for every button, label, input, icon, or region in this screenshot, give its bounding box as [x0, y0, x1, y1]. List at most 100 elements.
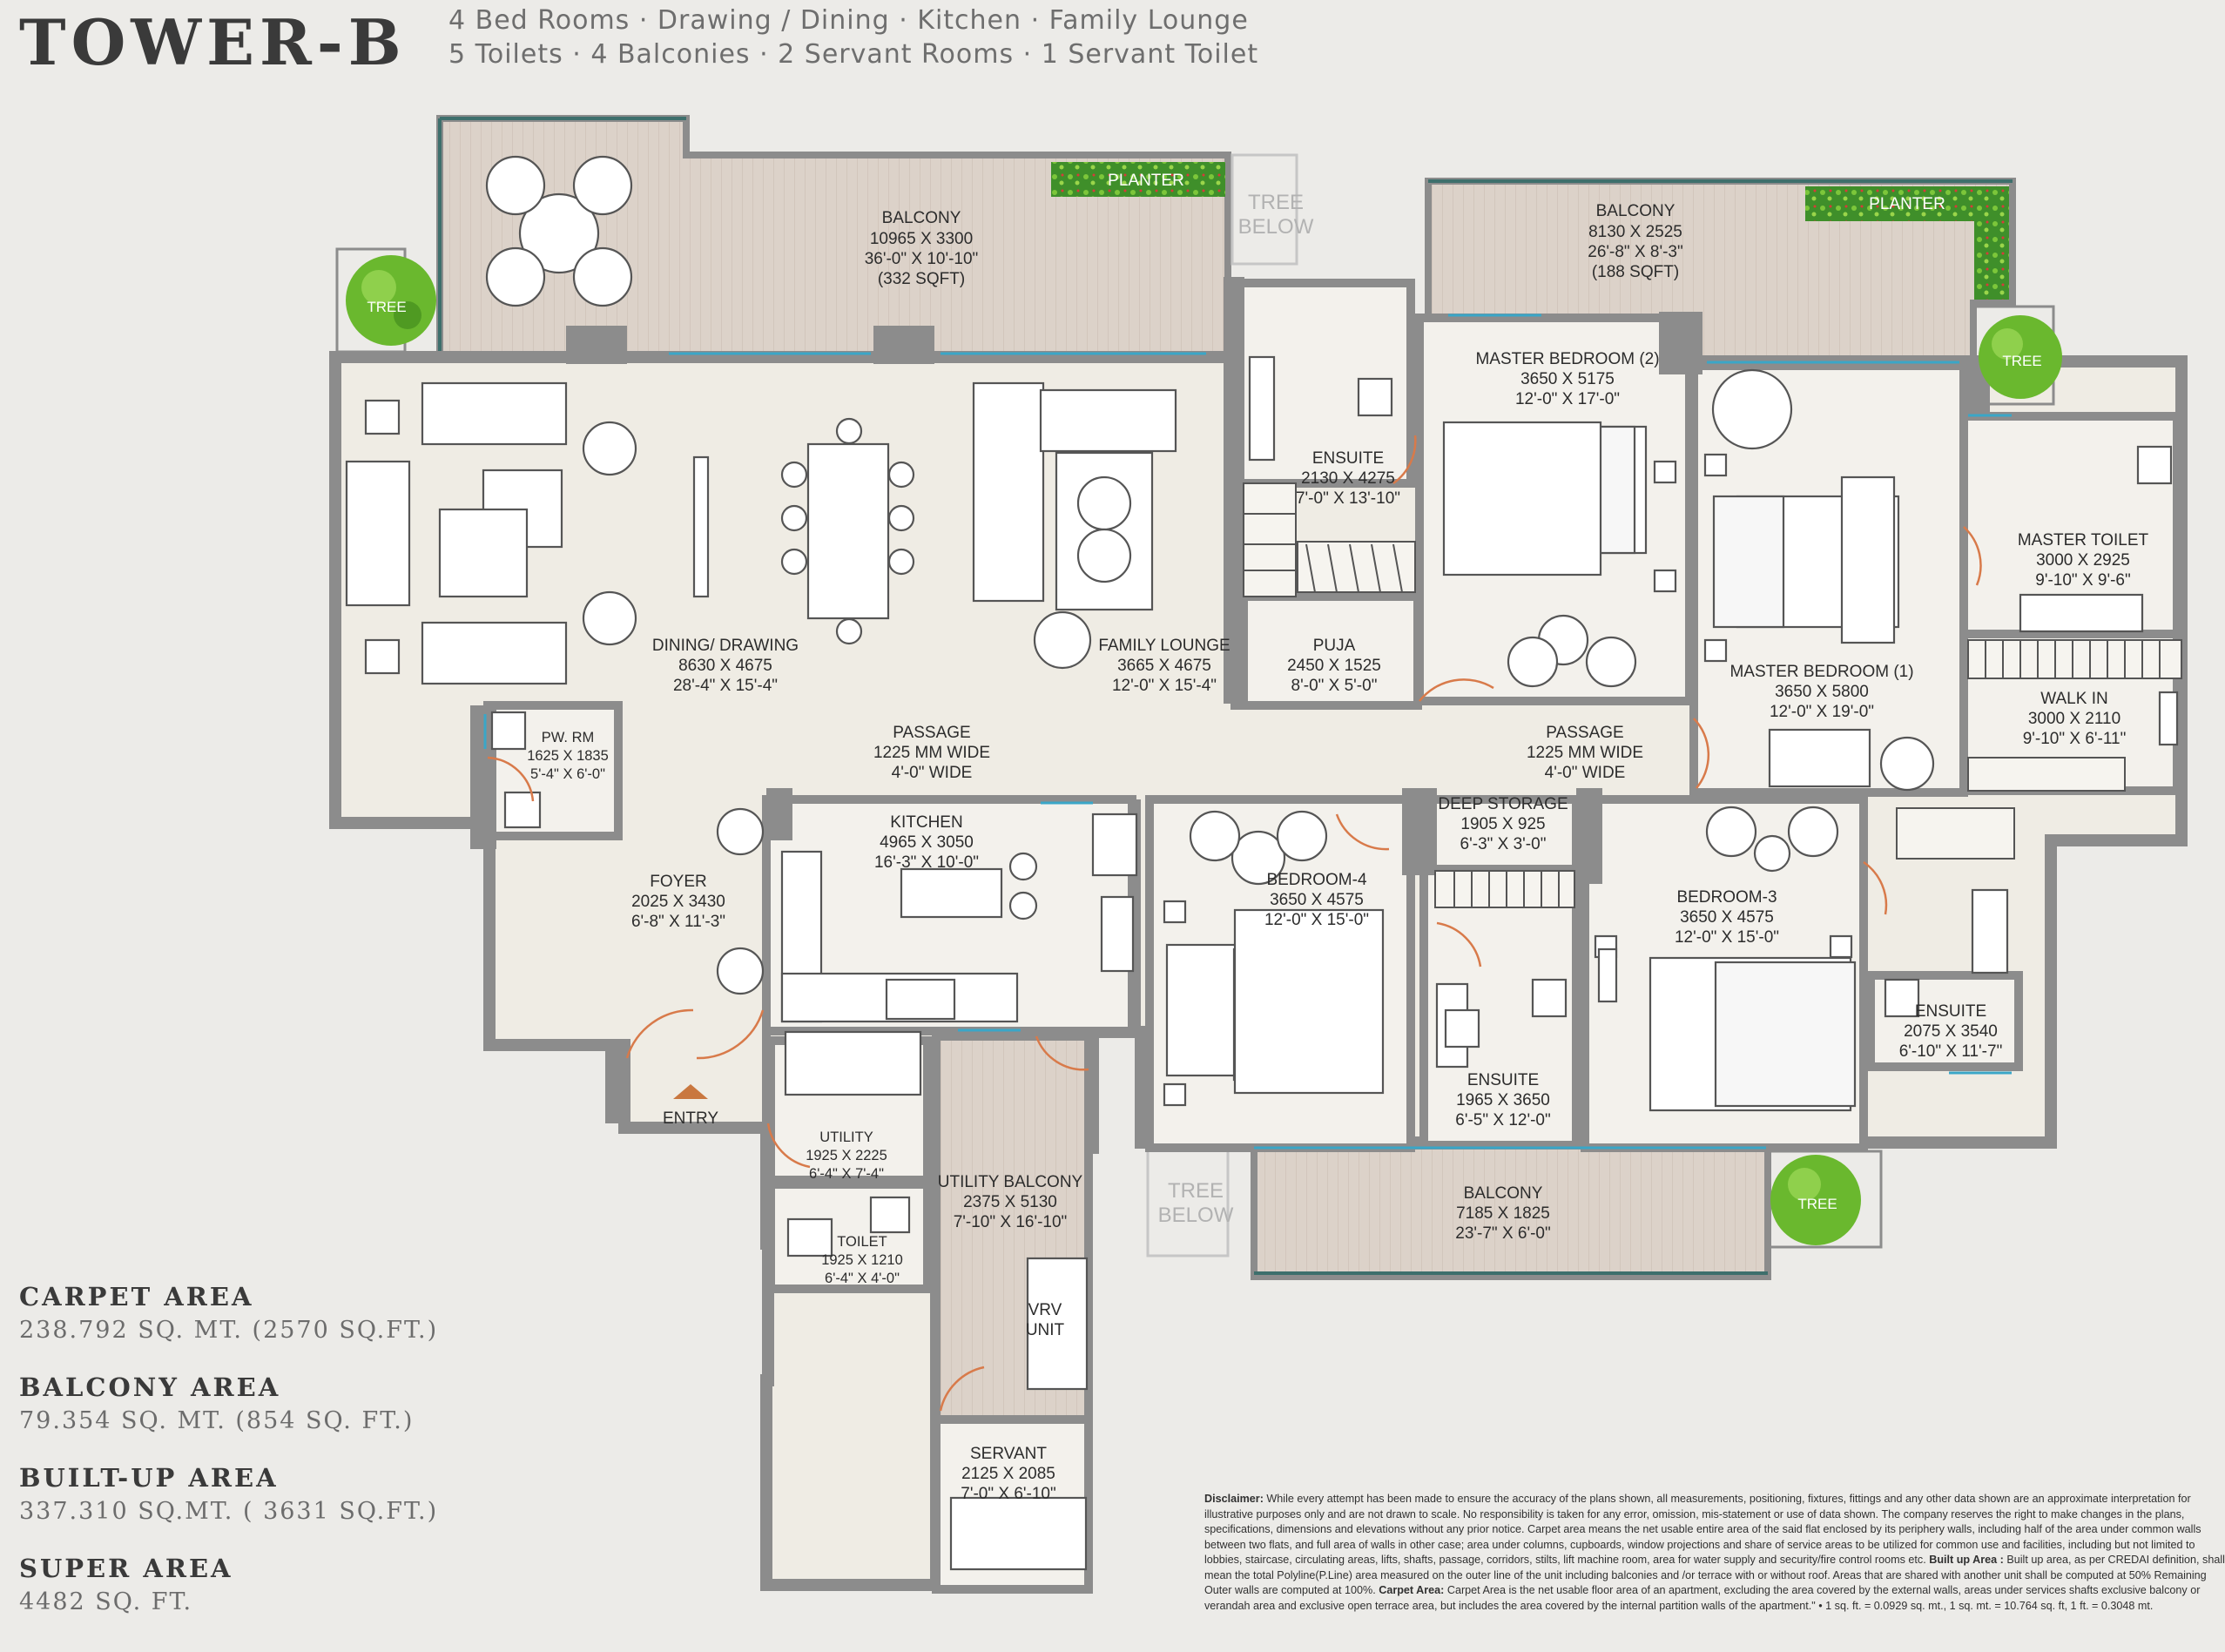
room-label-master-bedroom-1: MASTER BEDROOM (1) 3650 X 5800 12'-0" X …	[1729, 663, 1913, 721]
svg-text:MASTER TOILET: MASTER TOILET	[2018, 531, 2149, 550]
svg-text:PW. RM: PW. RM	[542, 730, 595, 745]
svg-text:1925 X 1210: 1925 X 1210	[821, 1252, 903, 1268]
disclaimer: Disclaimer: While every attempt has been…	[1204, 1492, 2225, 1622]
tower-title: TOWER-B	[19, 5, 407, 79]
area-summary: CARPET AREA 238.792 SQ. MT. (2570 SQ.FT.…	[19, 1282, 507, 1644]
svg-text:8630 X 4675: 8630 X 4675	[678, 657, 772, 675]
svg-text:3650 X 4575: 3650 X 4575	[1680, 908, 1774, 927]
room-label-bedroom-3: BEDROOM-3 3650 X 4575 12'-0" X 15'-0"	[1675, 888, 1779, 947]
tree-below-1-line2: BELOW	[1238, 215, 1314, 239]
svg-text:SERVANT: SERVANT	[970, 1445, 1047, 1463]
svg-text:UTILITY: UTILITY	[819, 1129, 873, 1145]
tree-1: TREE	[335, 247, 436, 354]
svg-text:6'-4" X 7'-4": 6'-4" X 7'-4"	[809, 1166, 884, 1182]
svg-text:TREE: TREE	[1797, 1196, 1837, 1212]
svg-text:2130 X 4275: 2130 X 4275	[1301, 469, 1395, 488]
room-label-walk-in: WALK IN 3000 X 2110 9'-10" X 6'-11"	[2023, 690, 2127, 748]
carpet-text: Carpet Area is the net usable floor area…	[1204, 1584, 2201, 1612]
planter-2-label: PLANTER	[1869, 195, 1945, 213]
svg-text:BALCONY: BALCONY	[1596, 202, 1675, 220]
room-label-bedroom-4: BEDROOM-4 3650 X 4575 12'-0" X 15'-0"	[1264, 871, 1369, 929]
disclaimer-heading: Disclaimer:	[1204, 1493, 1264, 1505]
room-label-balcony-2: BALCONY 8130 X 2525 26'-8" X 8'-3" (188 …	[1588, 202, 1682, 281]
svg-text:6'-5" X 12'-0": 6'-5" X 12'-0"	[1455, 1111, 1550, 1129]
balcony-area-value: 79.354 SQ. MT. (854 SQ. FT.)	[19, 1407, 415, 1434]
room-label-ensuite-3: ENSUITE 1965 X 3650 6'-5" X 12'-0"	[1455, 1071, 1550, 1129]
svg-text:7'-10" X 16'-10": 7'-10" X 16'-10"	[954, 1213, 1068, 1231]
svg-text:7'-0" X 13'-10": 7'-0" X 13'-10"	[1296, 489, 1400, 508]
svg-text:3000 X 2110: 3000 X 2110	[2028, 710, 2120, 728]
room-label-family-lounge: FAMILY LOUNGE 3665 X 4675 12'-0" X 15'-4…	[1098, 637, 1230, 695]
svg-text:3000 X 2925: 3000 X 2925	[2036, 551, 2130, 570]
svg-text:BEDROOM-3: BEDROOM-3	[1676, 888, 1777, 907]
svg-text:ENSUITE: ENSUITE	[1467, 1071, 1539, 1089]
room-label-puja: PUJA 2450 X 1525 8'-0" X 5'-0"	[1287, 637, 1381, 695]
room-label-master-bedroom-2: MASTER BEDROOM (2) 3650 X 5175 12'-0" X …	[1475, 350, 1659, 408]
svg-text:ENSUITE: ENSUITE	[1312, 449, 1384, 468]
svg-text:2025 X 3430: 2025 X 3430	[631, 893, 725, 911]
svg-text:DEEP STORAGE: DEEP STORAGE	[1438, 795, 1568, 813]
svg-text:WALK IN: WALK IN	[2040, 690, 2107, 708]
svg-text:UNIT: UNIT	[1026, 1321, 1065, 1339]
room-label-ensuite-2: ENSUITE 2075 X 3540 6'-10" X 11'-7"	[1899, 1002, 2003, 1061]
carpet-heading: Carpet Area:	[1379, 1584, 1445, 1596]
svg-text:BEDROOM-4: BEDROOM-4	[1266, 871, 1367, 889]
svg-text:3650 X 5175: 3650 X 5175	[1520, 370, 1615, 388]
svg-text:9'-10" X 9'-6": 9'-10" X 9'-6"	[2035, 571, 2130, 590]
room-label-toilet: TOILET 1925 X 1210 6'-4" X 4'-0"	[821, 1234, 903, 1286]
svg-text:FOYER: FOYER	[650, 873, 706, 891]
svg-text:MASTER BEDROOM (2): MASTER BEDROOM (2)	[1475, 350, 1659, 368]
svg-text:1225 MM WIDE: 1225 MM WIDE	[873, 744, 990, 762]
carpet-area-label: CARPET AREA	[19, 1282, 254, 1311]
builtup-area-label: BUILT-UP AREA	[19, 1463, 279, 1493]
room-label-balcony-1: BALCONY 10965 X 3300 36'-0" X 10'-10" (3…	[865, 209, 979, 288]
svg-text:TOILET: TOILET	[837, 1234, 887, 1250]
entry-arrow	[673, 1084, 708, 1099]
svg-text:6'-3" X 3'-0": 6'-3" X 3'-0"	[1460, 835, 1547, 853]
svg-text:1905 X 925: 1905 X 925	[1460, 815, 1545, 833]
svg-text:PUJA: PUJA	[1313, 637, 1356, 655]
svg-text:12'-0" X 15'-0": 12'-0" X 15'-0"	[1264, 911, 1369, 929]
super-area-label: SUPER AREA	[19, 1554, 233, 1583]
svg-text:12'-0" X 15'-0": 12'-0" X 15'-0"	[1675, 928, 1779, 947]
room-label-ensuite-1: ENSUITE 2130 X 4275 7'-0" X 13'-10"	[1296, 449, 1400, 508]
planter-1-label: PLANTER	[1108, 172, 1184, 190]
svg-text:TREE: TREE	[2002, 353, 2041, 369]
doors	[487, 435, 1982, 1412]
tree-below-2-line1: TREE	[1168, 1179, 1224, 1203]
svg-text:28'-4" X 15'-4": 28'-4" X 15'-4"	[673, 677, 778, 695]
svg-text:KITCHEN: KITCHEN	[890, 813, 962, 832]
tree-below-2-line2: BELOW	[1158, 1204, 1234, 1227]
svg-text:FAMILY LOUNGE: FAMILY LOUNGE	[1098, 637, 1230, 655]
svg-text:10965 X 3300: 10965 X 3300	[870, 230, 973, 248]
svg-text:36'-0" X 10'-10": 36'-0" X 10'-10"	[865, 250, 979, 268]
svg-text:12'-0" X 15'-4": 12'-0" X 15'-4"	[1112, 677, 1217, 695]
svg-text:2450 X 1525: 2450 X 1525	[1287, 657, 1381, 675]
room-label-pw-rm: PW. RM 1625 X 1835 5'-4" X 6'-0"	[527, 730, 609, 782]
svg-text:5'-4" X 6'-0": 5'-4" X 6'-0"	[530, 766, 605, 782]
svg-text:1225 MM WIDE: 1225 MM WIDE	[1527, 744, 1643, 762]
builtup-text: Built up area, as per CREDAI definition,…	[1204, 1554, 2225, 1596]
unit-summary-line-2: 5 Toilets · 4 Balconies · 2 Servant Room…	[448, 39, 1259, 70]
svg-text:7185 X 1825: 7185 X 1825	[1456, 1204, 1550, 1223]
room-label-deep-storage: DEEP STORAGE 1905 X 925 6'-3" X 3'-0"	[1438, 795, 1568, 853]
builtup-area-value: 337.310 SQ.MT. ( 3631 SQ.FT.)	[19, 1498, 439, 1525]
planter-2b	[1974, 186, 2009, 300]
svg-text:PASSAGE: PASSAGE	[1546, 724, 1623, 742]
room-label-passage-2: PASSAGE 1225 MM WIDE 4'-0" WIDE	[1527, 724, 1643, 782]
svg-text:1925 X 2225: 1925 X 2225	[806, 1148, 887, 1163]
svg-text:MASTER BEDROOM (1): MASTER BEDROOM (1)	[1729, 663, 1913, 681]
svg-text:BALCONY: BALCONY	[882, 209, 961, 227]
tree-3: TREE	[1764, 1150, 1883, 1249]
balcony-deck-3	[1251, 1143, 1771, 1280]
svg-text:ENSUITE: ENSUITE	[1915, 1002, 1986, 1021]
tree-below-1-line1: TREE	[1248, 191, 1304, 214]
unit-summary-line-1: 4 Bed Rooms · Drawing / Dining · Kitchen…	[448, 5, 1249, 36]
svg-text:6'-4" X 4'-0": 6'-4" X 4'-0"	[825, 1271, 900, 1286]
svg-text:2075 X 3540: 2075 X 3540	[1904, 1022, 1998, 1041]
room-label-vrv: VRV UNIT	[1026, 1301, 1065, 1339]
room-label-utility: UTILITY 1925 X 2225 6'-4" X 7'-4"	[806, 1129, 887, 1182]
svg-text:VRV: VRV	[1028, 1301, 1062, 1319]
svg-text:TREE: TREE	[367, 299, 406, 315]
